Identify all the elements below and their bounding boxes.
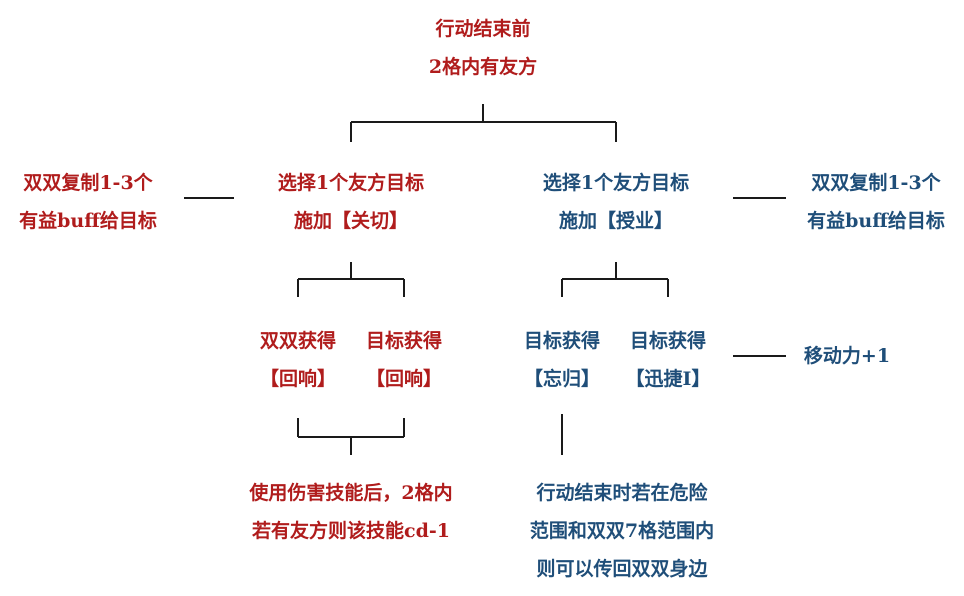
left-side-note-line-2: 有益buff给目标 bbox=[19, 210, 157, 232]
left-result-line-1: 使用伤害技能后，2格内 bbox=[249, 482, 453, 504]
right-side-note: 双双复制1-3个 有益buff给目标 bbox=[807, 164, 945, 240]
left-child-a: 双双获得 【回响】 bbox=[260, 322, 336, 398]
right-side-note-line-1: 双双复制1-3个 bbox=[811, 172, 941, 194]
left-side-note: 双双复制1-3个 有益buff给目标 bbox=[19, 164, 157, 240]
left-branch-title-2: 施加【关切】 bbox=[293, 210, 409, 232]
right-branch-title-2: 施加【授业】 bbox=[558, 210, 674, 232]
right-child-b: 目标获得 【迅捷Ⅰ】 bbox=[626, 322, 711, 398]
right-side-note-line-2: 有益buff给目标 bbox=[807, 210, 945, 232]
right-child-a-line-2: 【忘归】 bbox=[523, 368, 601, 390]
left-child-a-line-1: 双双获得 bbox=[259, 330, 337, 352]
left-branch-node: 选择1个友方目标 施加【关切】 bbox=[278, 164, 424, 240]
right-branch-node: 选择1个友方目标 施加【授业】 bbox=[543, 164, 689, 240]
right-child-a: 目标获得 【忘归】 bbox=[524, 322, 600, 398]
left-child-b-line-2: 【回响】 bbox=[365, 368, 443, 390]
left-child-a-line-2: 【回响】 bbox=[259, 368, 337, 390]
right-child-a-line-1: 目标获得 bbox=[523, 330, 601, 352]
left-side-note-line-1: 双双复制1-3个 bbox=[23, 172, 153, 194]
right-child-side-note: 移动力+1 bbox=[804, 337, 890, 375]
right-result-line-1: 行动结束时若在危险 bbox=[536, 482, 708, 504]
left-result: 使用伤害技能后，2格内 若有友方则该技能cd-1 bbox=[249, 474, 452, 550]
left-child-b: 目标获得 【回响】 bbox=[366, 322, 442, 398]
right-child-b-line-2: 【迅捷Ⅰ】 bbox=[625, 368, 711, 390]
left-branch-title-1: 选择1个友方目标 bbox=[277, 172, 425, 194]
right-result: 行动结束时若在危险 范围和双双7格范围内 则可以传回双双身边 bbox=[530, 474, 714, 588]
root-line-1: 行动结束前 bbox=[435, 18, 531, 40]
right-child-side-note-line: 移动力+1 bbox=[803, 345, 891, 367]
right-result-line-3: 则可以传回双双身边 bbox=[536, 558, 708, 580]
left-child-b-line-1: 目标获得 bbox=[365, 330, 443, 352]
root-line-2: 2格内有友方 bbox=[428, 56, 538, 78]
right-branch-title-1: 选择1个友方目标 bbox=[542, 172, 690, 194]
right-child-b-line-1: 目标获得 bbox=[629, 330, 707, 352]
right-result-line-2: 范围和双双7格范围内 bbox=[529, 520, 715, 542]
left-result-line-2: 若有友方则该技能cd-1 bbox=[252, 520, 450, 542]
root-node: 行动结束前 2格内有友方 bbox=[429, 10, 537, 86]
